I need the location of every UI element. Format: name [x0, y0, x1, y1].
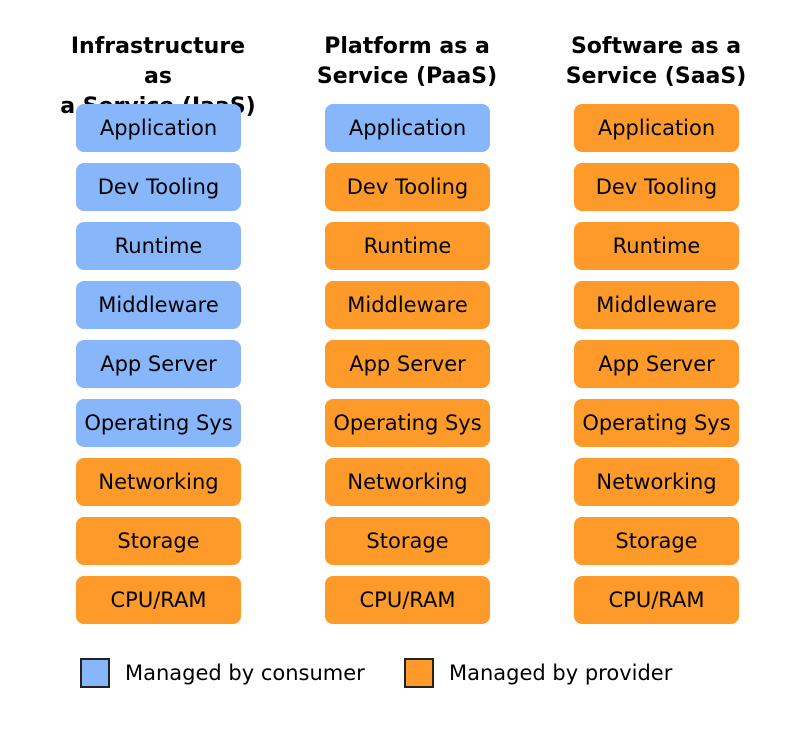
layer-operating-sys: Operating Sys: [325, 399, 490, 447]
layer-operating-sys: Operating Sys: [574, 399, 739, 447]
provider-swatch: [404, 658, 434, 688]
column-title-paas: Platform as a Service (PaaS): [316, 34, 498, 89]
layer-storage: Storage: [76, 517, 241, 565]
provider-legend-label: Managed by provider: [449, 661, 673, 685]
layer-middleware: Middleware: [574, 281, 739, 329]
layer-runtime: Runtime: [76, 222, 241, 270]
layer-cpu-ram: CPU/RAM: [574, 576, 739, 624]
layer-dev-tooling: Dev Tooling: [574, 163, 739, 211]
layer-cpu-ram: CPU/RAM: [325, 576, 490, 624]
layer-operating-sys: Operating Sys: [76, 399, 241, 447]
layer-app-server: App Server: [574, 340, 739, 388]
legend-consumer: Managed by consumer: [80, 656, 365, 690]
layer-networking: Networking: [574, 458, 739, 506]
layer-runtime: Runtime: [574, 222, 739, 270]
legend-provider: Managed by provider: [404, 656, 672, 690]
layer-middleware: Middleware: [325, 281, 490, 329]
layer-networking: Networking: [325, 458, 490, 506]
layer-app-server: App Server: [76, 340, 241, 388]
layer-cpu-ram: CPU/RAM: [76, 576, 241, 624]
consumer-swatch: [80, 658, 110, 688]
layer-middleware: Middleware: [76, 281, 241, 329]
consumer-legend-label: Managed by consumer: [125, 661, 365, 685]
layer-storage: Storage: [574, 517, 739, 565]
layer-dev-tooling: Dev Tooling: [76, 163, 241, 211]
layer-application: Application: [76, 104, 241, 152]
column-title-saas: Software as a Service (SaaS): [565, 34, 747, 89]
layer-storage: Storage: [325, 517, 490, 565]
layer-dev-tooling: Dev Tooling: [325, 163, 490, 211]
layer-app-server: App Server: [325, 340, 490, 388]
layer-application: Application: [574, 104, 739, 152]
layer-runtime: Runtime: [325, 222, 490, 270]
layer-application: Application: [325, 104, 490, 152]
layer-networking: Networking: [76, 458, 241, 506]
